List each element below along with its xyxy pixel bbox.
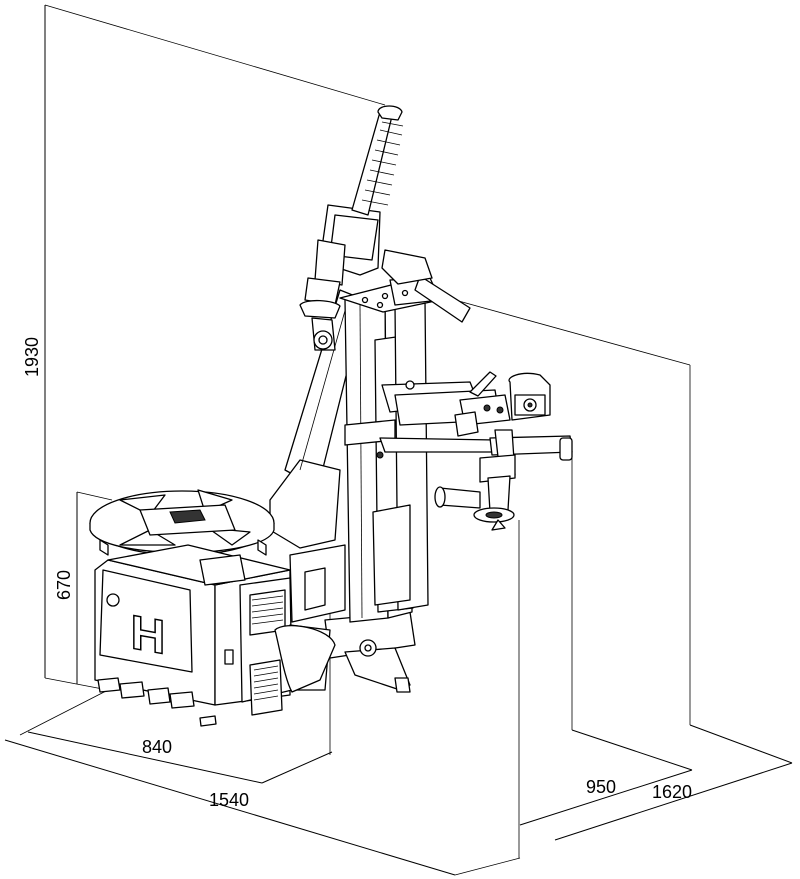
horizontal-arm (381, 249, 551, 426)
logo-letter: H (131, 605, 166, 665)
main-column (339, 277, 441, 623)
mounting-head (299, 105, 404, 351)
dimension-depth-arm: 950 (586, 777, 616, 797)
dimension-width-total: 1540 (209, 790, 249, 810)
dimension-lines (4, 4, 793, 876)
turntable (89, 489, 275, 556)
dimension-depth-total: 1620 (652, 782, 692, 802)
cabinet: H (94, 544, 336, 727)
helper-arm (379, 411, 573, 531)
foot-pedals (97, 677, 195, 709)
spring-rod (351, 105, 404, 216)
tire-changer-machine: H (89, 105, 573, 727)
dimension-height-total: 1930 (22, 337, 42, 377)
base-right (289, 544, 416, 693)
dimension-width-base: 840 (142, 737, 172, 757)
dimension-height-table: 670 (54, 570, 74, 600)
